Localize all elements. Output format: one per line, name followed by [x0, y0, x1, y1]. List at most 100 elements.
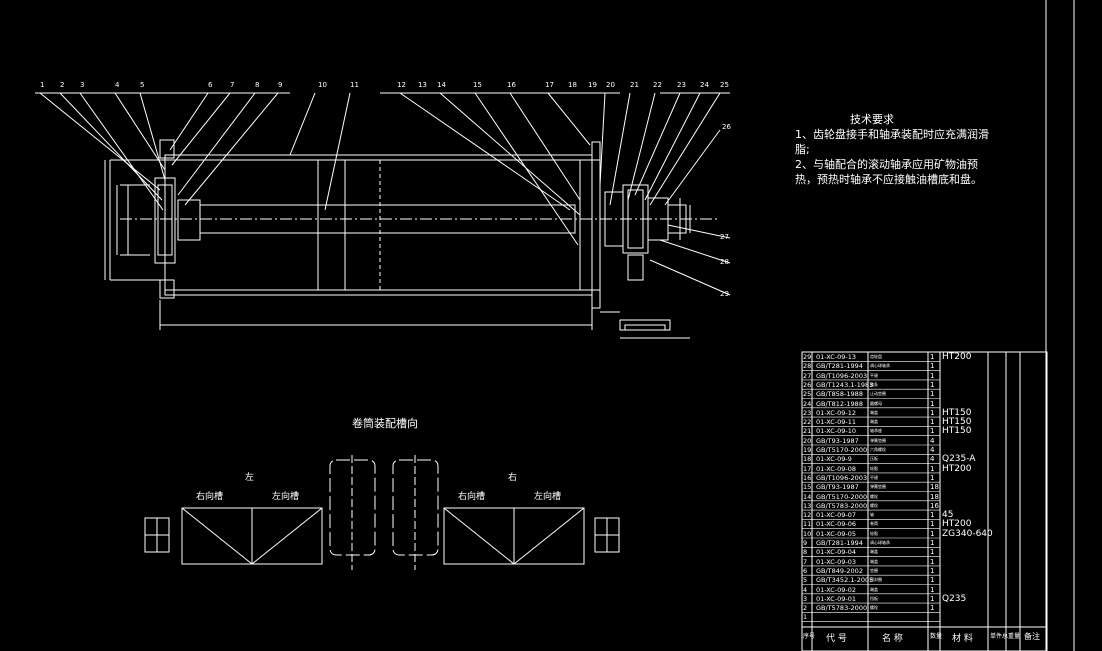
bom-header-weight: 单件总重量	[990, 633, 1021, 640]
bom-cell-name: 止动垫圈	[870, 391, 886, 397]
tech-req-item2-cont: 热，预热时轴承不应接触油槽底和盘。	[795, 173, 982, 186]
bom-cell-name: 压板	[870, 456, 878, 462]
bom-cell-name: 轮毂	[870, 530, 878, 536]
bom-cell-no: 4	[803, 585, 808, 594]
bom-cell-qty: 1	[930, 473, 935, 482]
leader-number: 3	[80, 81, 85, 89]
bom-cell-code: GB/T1096-2003	[816, 371, 868, 380]
leader-number: 15	[473, 81, 482, 89]
bom-cell-name: 六角螺栓	[870, 447, 886, 452]
bom-cell-qty: 1	[930, 529, 935, 538]
right-label: 右	[508, 473, 518, 483]
bom-cell-code: 01-XC-09-10	[816, 427, 857, 436]
bom-cell-no: 17	[803, 464, 812, 473]
bom-cell-no: 10	[803, 529, 812, 538]
leader-number: 11	[350, 81, 359, 89]
right-box-left-groove: 左向槽	[534, 492, 562, 502]
bom-cell-name: 链条	[870, 381, 878, 387]
bom-header-name: 名 称	[882, 634, 903, 644]
bom-cell-no: 9	[803, 539, 808, 547]
bom-cell-name: 螺栓	[870, 493, 878, 499]
bom-cell-code: 01-XC-09-04	[816, 548, 857, 557]
bom-cell-code: 01-XC-09-07	[816, 511, 857, 520]
leader-number: 21	[630, 81, 639, 89]
right-box-right-groove: 右向槽	[458, 492, 486, 502]
bom-cell-no: 5	[803, 576, 808, 585]
bom-cell-no: 25	[803, 390, 812, 399]
leader-number: 9	[278, 81, 283, 89]
bom-cell-mat: Q235	[942, 593, 967, 604]
bom-cell-no: 18	[803, 455, 812, 464]
bom-cell-qty: 1	[930, 604, 935, 613]
bom-header-qty: 数量	[930, 633, 943, 640]
leader-number: 5	[140, 81, 145, 89]
leader-number: 18	[568, 81, 577, 89]
bom-cell-no: 14	[803, 492, 812, 501]
bom-cell-code: 01-XC-09-11	[816, 418, 857, 427]
bom-cell-no: 20	[803, 436, 812, 445]
tech-req-title: 技术要求	[850, 113, 894, 126]
bom-cell-name: 调心球轴承	[870, 363, 890, 369]
bom-cell-mat: 45	[942, 510, 954, 521]
bom-cell-qty: 1	[930, 464, 935, 473]
bom-cell-mat: HT200	[942, 352, 972, 362]
leader-number: 7	[230, 81, 235, 89]
leader-number: 27	[720, 233, 729, 241]
bom-cell-name: 螺栓	[870, 605, 878, 611]
bom-cell-mat: HT150	[942, 426, 972, 437]
bom-row-lines	[802, 360, 940, 623]
bom-cell-no: 22	[803, 418, 812, 427]
leader-number: 19	[588, 81, 597, 89]
bom-cell-qty: 1	[930, 390, 935, 399]
bom-cell-no: 28	[803, 362, 812, 371]
bom-cell-code: GB/T93-1987	[816, 436, 859, 445]
bom-cell-qty: 1	[930, 408, 935, 417]
bom-cell-qty: 1	[930, 557, 935, 566]
bom-cell-qty: 1	[930, 566, 935, 575]
leader-number: 26	[722, 123, 731, 131]
bom-cell-code: 01-XC-09-12	[816, 408, 857, 417]
bom-cell-mat: HT150	[942, 407, 972, 418]
bom-cell-no: 8	[803, 548, 808, 557]
bom-header-note: 备注	[1024, 632, 1040, 641]
bom-cell-name: 卷筒	[870, 521, 878, 527]
bom-cell-code: GB/T812-1988	[816, 399, 863, 408]
leader-number: 24	[700, 81, 709, 89]
bom-cell-qty: 1	[930, 353, 935, 361]
frame	[1045, 0, 1075, 651]
bom-cell-qty: 4	[930, 446, 935, 454]
bom-cell-qty: 1	[930, 371, 935, 380]
bom-cell-no: 1	[803, 613, 808, 622]
left-label: 左	[245, 473, 255, 483]
bom-cell-qty: 16	[930, 501, 939, 510]
leader-number: 16	[507, 81, 516, 89]
bom-header-material: 材 料	[952, 634, 973, 644]
bom-cell-no: 19	[803, 446, 812, 454]
leader-number: 28	[720, 258, 729, 266]
bom-cell-no: 6	[803, 566, 808, 575]
bom-cell-name: 密封圈	[870, 577, 882, 583]
bom-cell-qty: 1	[930, 594, 935, 603]
leader-number: 13	[418, 81, 427, 89]
bom-cell-name: 端盖	[870, 549, 878, 555]
leader-number: 2	[60, 81, 65, 89]
bom-cell-code: GB/T849-2002	[816, 566, 863, 575]
bom-cell-qty: 1	[930, 380, 935, 389]
left-box-right-groove: 右向槽	[196, 492, 224, 502]
leader-number: 22	[653, 81, 662, 89]
bom-cell-name: 弹簧垫圈	[870, 484, 886, 490]
bom-cell-no: 29	[803, 353, 812, 361]
bom-cell-name: 调心球轴承	[870, 540, 890, 545]
